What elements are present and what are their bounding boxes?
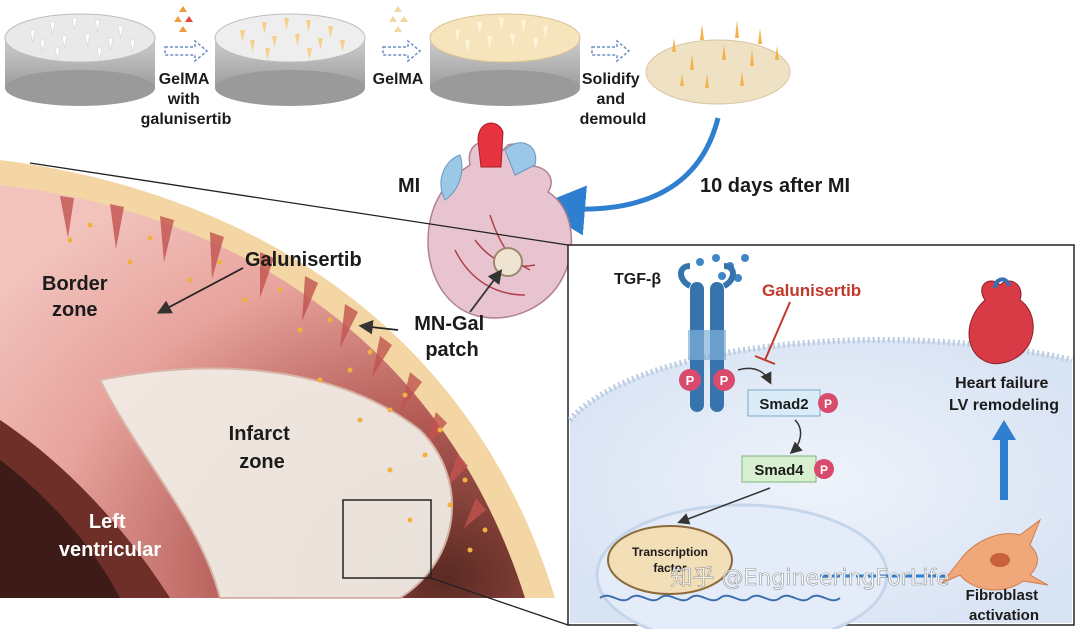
tgf-beta-label: TGF-β — [614, 271, 661, 288]
timeline-arrow — [535, 117, 721, 236]
watermark: 知乎 @EngineeringForLife — [670, 566, 949, 591]
step2-label: GelMA — [373, 71, 424, 88]
svg-text:P: P — [824, 397, 832, 411]
drug-droplets-icon — [174, 6, 193, 32]
transcription-factor: Transcription factor — [607, 525, 733, 595]
svg-text:P: P — [820, 463, 828, 477]
svg-text:Smad4: Smad4 — [754, 462, 804, 479]
inhibition-line — [754, 301, 791, 365]
process-arrow-1 — [164, 39, 209, 63]
svg-text:factor: factor — [653, 561, 687, 575]
smad2-to-smad4-arrow — [789, 419, 803, 454]
fibroblast-icon — [941, 518, 1049, 591]
step3-label: Solidify and demould — [580, 71, 647, 128]
timeline-label: 10 days after MI — [700, 175, 850, 197]
patch-pointer — [469, 269, 503, 313]
inhibitor-label: Galunisertib — [762, 281, 861, 300]
step1-label: GelMA with galunisertib — [141, 71, 232, 128]
gel-droplets-icon — [389, 6, 408, 32]
mold-disc-3 — [429, 13, 581, 106]
process-arrow-3 — [591, 39, 631, 63]
zoom-line-right — [430, 577, 569, 626]
mold-disc-1 — [4, 13, 156, 106]
svg-text:P: P — [720, 373, 729, 388]
border-zone-label: Border zone — [42, 273, 113, 321]
phospho-receptor-1: P — [679, 369, 701, 391]
phospho-receptor-2: P — [713, 369, 735, 391]
process-arrow-2 — [382, 39, 422, 63]
galunisertib-label: Galunisertib — [245, 249, 362, 271]
outcome-label: Heart failure LV remodeling — [949, 375, 1059, 414]
patch-edge-pointer — [358, 320, 399, 335]
smad2-box: Smad2 P — [747, 389, 838, 417]
infarct-zone-label: Infarct zone — [229, 423, 296, 473]
mold-disc-2 — [214, 13, 366, 106]
left-ventricular-label: Left ventricular — [59, 511, 161, 561]
smad4-to-tf-arrow — [677, 487, 771, 525]
svg-text:Smad2: Smad2 — [759, 396, 808, 413]
microneedle-patch-product — [645, 20, 791, 105]
outcome-arrow — [992, 420, 1016, 500]
galunisertib-pointer — [156, 267, 244, 314]
dna-strand — [599, 594, 841, 602]
svg-text:Transcription: Transcription — [632, 545, 708, 559]
heart-illustration — [427, 122, 573, 319]
patch-label: MN-Gal patch — [414, 313, 490, 361]
receptor-to-smad2-arrow — [737, 367, 772, 385]
tissue-section — [0, 160, 555, 599]
failing-heart-icon — [968, 277, 1034, 365]
fibroblast-label: Fibroblast activation — [966, 587, 1043, 624]
smad4-box: Smad4 P — [741, 455, 834, 483]
heart-mi-label: MI — [398, 175, 420, 197]
zoom-line-top — [29, 162, 569, 246]
svg-text:P: P — [686, 373, 695, 388]
